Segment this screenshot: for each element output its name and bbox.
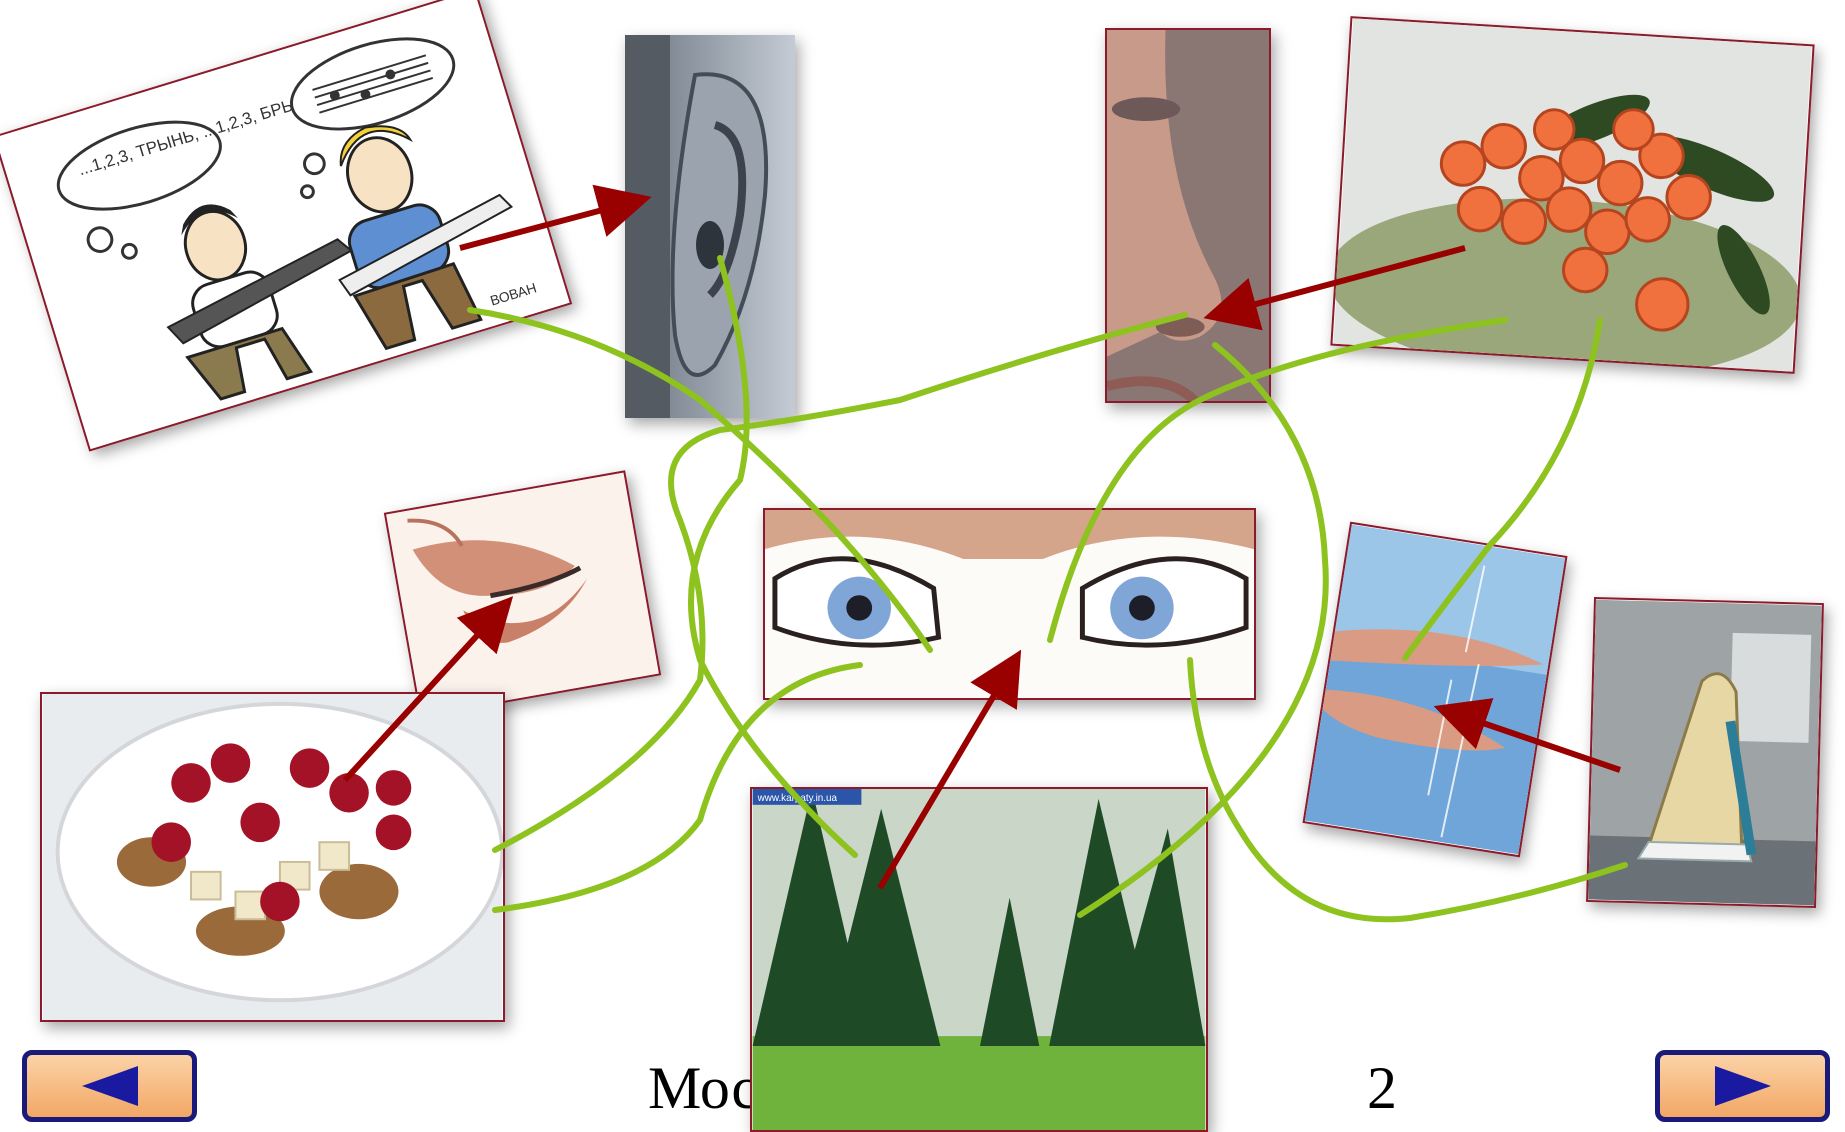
musicians-cartoon-image: ...1,2,3, ТРЫНЬ, ...1,2,3, БРЫНЬ... ВОВА… [0,0,572,452]
nose-image [1105,28,1271,403]
previous-slide-button[interactable] [22,1050,197,1122]
forest-image: www.karpaty.in.ua [750,787,1208,1132]
triangle-right-icon [1713,1064,1773,1108]
eyes-image [763,508,1256,700]
page-number: 2 [1367,1058,1397,1118]
next-slide-button[interactable] [1655,1050,1830,1122]
iron-image [1586,597,1824,908]
triangle-left-icon [80,1064,140,1108]
hands-water-image [1302,522,1567,858]
lips-image [384,470,661,717]
roses-image [1330,16,1814,374]
forest-watermark: www.karpaty.in.ua [757,793,838,804]
food-plate-image [40,692,505,1022]
footer-text: Мос [648,1058,758,1118]
ear-image [625,35,795,418]
